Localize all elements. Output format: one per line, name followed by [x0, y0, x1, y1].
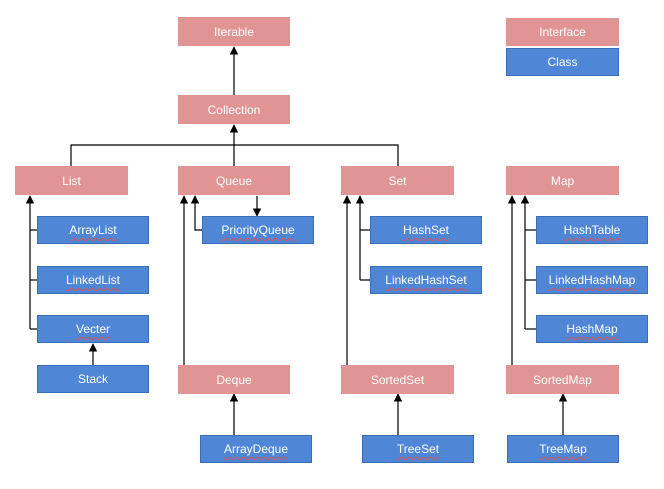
node-treemap-label: TreeMap [539, 442, 587, 456]
node-treemap: TreeMap [507, 435, 619, 463]
node-queue: Queue [178, 166, 290, 195]
node-linkedlist-label: LinkedList [65, 273, 121, 287]
node-deque: Deque [178, 365, 290, 394]
node-hashtable-label: HashTable [563, 223, 621, 237]
node-hashtable: HashTable [536, 216, 648, 244]
node-hashset: HashSet [370, 216, 482, 244]
node-set: Set [341, 166, 454, 195]
node-linkedhashmap: LinkedHashMap [536, 266, 648, 294]
node-treeset: TreeSet [362, 435, 474, 463]
legend-class: Class [506, 48, 619, 76]
node-linkedlist: LinkedList [37, 266, 149, 294]
node-collection: Collection [178, 95, 290, 124]
node-list: List [15, 166, 128, 195]
node-arraydeque-label: ArrayDeque [223, 442, 289, 456]
node-arraylist-label: ArrayList [69, 223, 117, 237]
node-hashmap-label: HashMap [566, 322, 618, 336]
node-arraylist: ArrayList [37, 216, 149, 244]
node-iterable: Iterable [178, 17, 290, 46]
node-sortedmap: SortedMap [506, 365, 619, 394]
node-hashset-label: HashSet [402, 223, 450, 237]
node-linkedhashset: LinkedHashSet [370, 266, 482, 294]
node-hashmap: HashMap [536, 315, 648, 343]
node-linkedhashmap-label: LinkedHashMap [548, 273, 636, 287]
node-linkedhashset-label: LinkedHashSet [385, 273, 467, 287]
node-vecter-label: Vecter [75, 322, 111, 336]
node-sortedset: SortedSet [341, 365, 454, 394]
node-priorityqueue: PriorityQueue [202, 216, 314, 244]
node-map: Map [506, 166, 619, 195]
node-arraydeque: ArrayDeque [200, 435, 312, 463]
node-vecter: Vecter [37, 315, 149, 343]
node-stack: Stack [37, 365, 149, 393]
legend-interface: Interface [506, 18, 619, 46]
node-treeset-label: TreeSet [396, 442, 440, 456]
node-priorityqueue-label: PriorityQueue [221, 223, 295, 237]
